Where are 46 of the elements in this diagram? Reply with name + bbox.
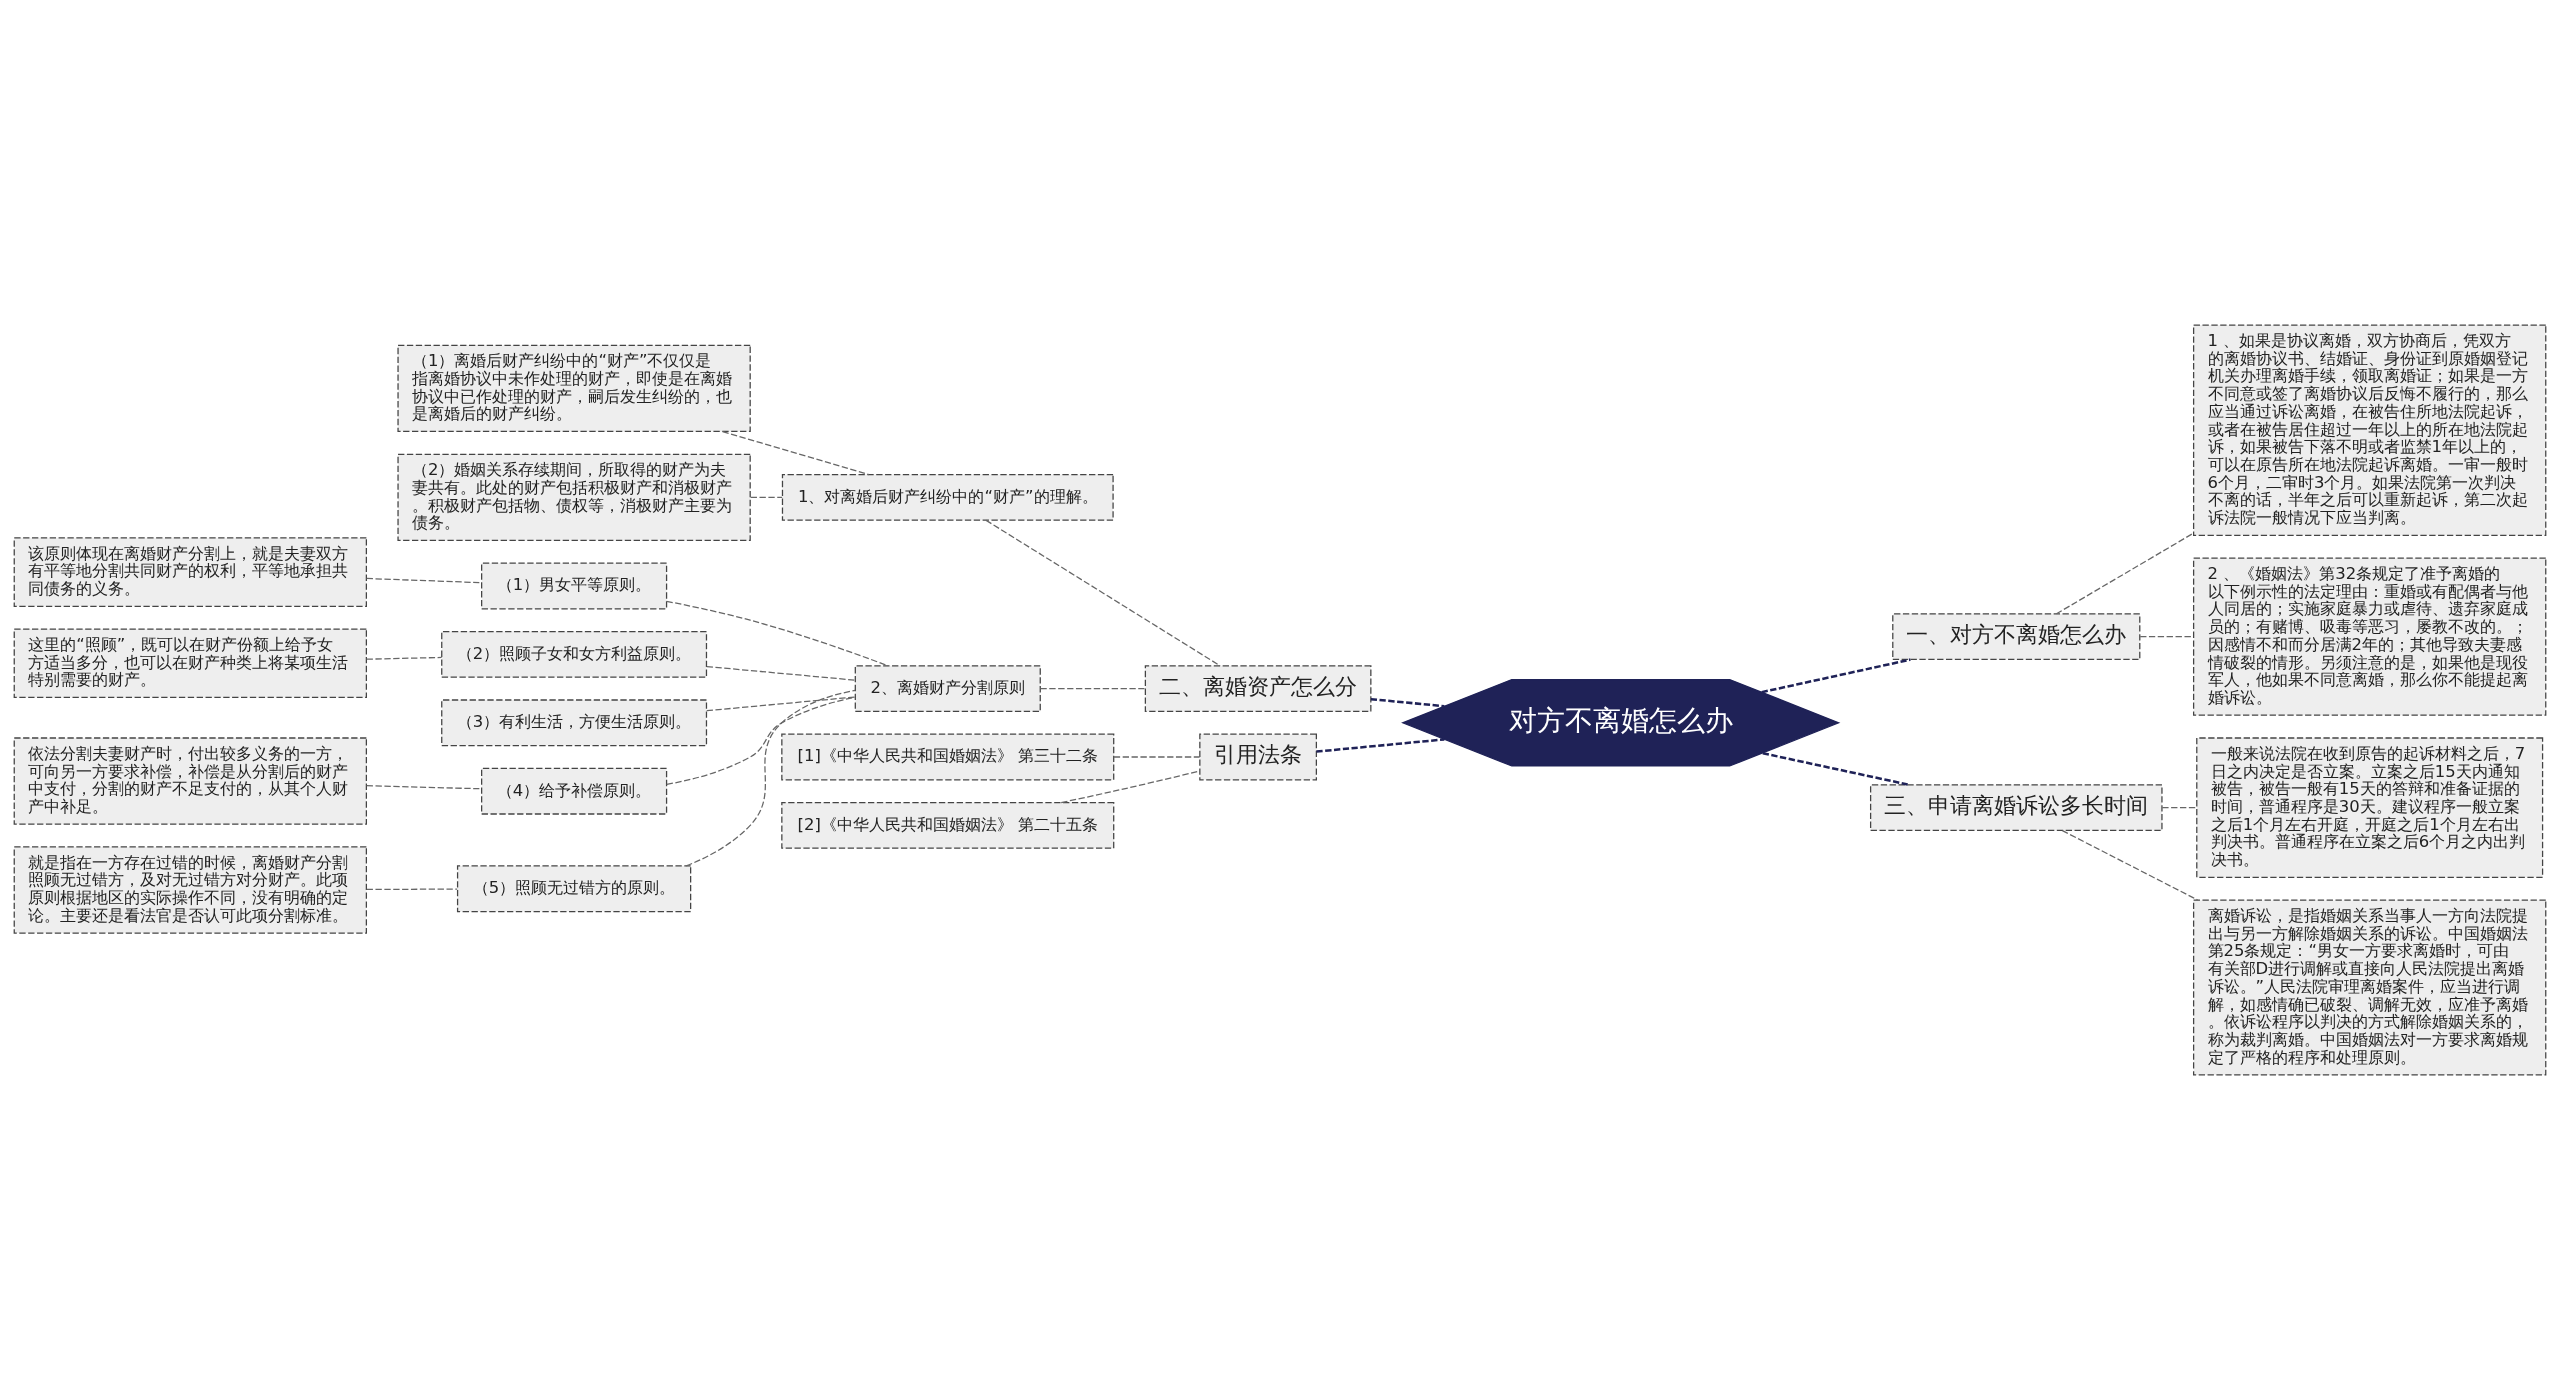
- connector: [2061, 829, 2199, 901]
- node-box: 二、离婚资产怎么分: [1144, 664, 1372, 712]
- connector: [1060, 769, 1201, 803]
- connector: [2055, 532, 2194, 614]
- node-box: 这里的“照顾”，既可以在财产份额上给予女方适当多分，也可以在财产种类上将某项生活特别需要的财产。: [13, 627, 367, 698]
- node-box: 2、离婚财产分割原则: [854, 664, 1041, 712]
- connector: [1762, 751, 1910, 786]
- connector: [1761, 657, 1911, 693]
- node-box: （2）照顾子女和女方利益原则。: [441, 630, 708, 678]
- node-box: （4）给予补偿原则。: [481, 767, 668, 815]
- node-box: 离婚诉讼，是指婚姻关系当事人一方向法院提出与另一方解除婚姻关系的诉讼。中国婚姻法第25条规定：“男女一方要求离婚时，可由有关部D进行调解或直接向人民法院提出离婚诉讼。”人民法院审理离婚案件，应当进行调解，如感情确已破裂、调解无效，应准予离婚。依诉讼程序以判决的方式解除婚姻关系的，称为裁判离婚。中国婚姻法对一方要求离婚规定了严格的程序和处理原则。: [2193, 899, 2547, 1076]
- node-box: 2 、《婚姻法》第32条规定了准予离婚的以下例示性的法定理由：重婚或有配偶者与他人同居的；实施家庭暴力或虐待、遗弃家庭成员的；有赌博、吸毒等恶习，屡教不改的。；因感情不和而分居满2年的；其他导致夫妻感情破裂的情形。另须注意的是，如果他是现役军人，他如果不同意离婚，那么你不能提起离婚诉讼。: [2193, 557, 2547, 716]
- connector: [685, 689, 856, 867]
- node-box: [2]《中华人民共和国婚姻法》 第二十五条: [781, 801, 1115, 849]
- connector: [1113, 755, 1201, 758]
- node-box: [1]《中华人民共和国婚姻法》 第三十二条: [781, 733, 1115, 780]
- node-box: （5）照顾无过错方的原则。: [456, 864, 692, 912]
- connector: [666, 600, 889, 666]
- node-box: 三、申请离婚诉讼多长时间: [1870, 783, 2163, 831]
- node-box: 1 、如果是协议离婚，双方协商后，凭双方的离婚协议书、结婚证、身份证到原婚姻登记机关办理离婚手续，领取离婚证；如果是一方不同意或签了离婚协议后反悔不履行的，那么应当通过诉讼离婚，在被告住所地法院起诉，或者在被告居住超过一年以上的所在地法院起诉，如果被告下落不明或者监禁1年以上的，可以在原告所在地法院起诉离婚。一审一般时6个月，二审时3个月。如果法院第一次判决不离的话，半年之后可以重新起诉，第二次起诉法院一般情况下应当判离。: [2193, 323, 2547, 536]
- node-box: 一般来说法院在收到原告的起诉材料之后，7日之内决定是否立案。立案之后15天内通知被告，被告一般有15天的答辩和准备证据的时间，普通程序是30天。建议程序一般立案之后1个月左右开庭，开庭之后1个月左右出判决书。普通程序在立案之后6个月之内出判决书。: [2196, 736, 2544, 878]
- connector: [706, 665, 856, 681]
- connector: [985, 519, 1221, 666]
- connector: [1370, 697, 1445, 707]
- node-box: 1、对离婚后财产纠纷中的“财产”的理解。: [781, 473, 1114, 521]
- node-box: （1）离婚后财产纠纷中的“财产”不仅仅是指离婚协议中未作处理的财产，即使是在离婚协议中已作处理的财产，嗣后发生纠纷的，也是离婚后的财产纠纷。: [397, 344, 751, 432]
- connector: [1316, 737, 1445, 753]
- connector: [666, 696, 856, 785]
- node-box: 引用法条: [1199, 733, 1317, 780]
- connector: [706, 695, 856, 711]
- connector: [1039, 687, 1146, 689]
- node-box: 依法分割夫妻财产时，付出较多义务的一方，可向另一方要求补偿，补偿是从分割后的财产中支付，分割的财产不足支付的，从其个人财产中补足。: [13, 736, 367, 825]
- node-box: 就是指在一方存在过错的时候，离婚财产分割照顾无过错方，及对无过错方对分财产。此项原则根据地区的实际操作不同，没有明确的定论。主要还是看法官是否认可此项分割标准。: [13, 845, 367, 934]
- node-box: （1）男女平等原则。: [481, 562, 668, 609]
- connector: [2139, 635, 2194, 637]
- connector: [365, 784, 483, 789]
- connector: [365, 887, 458, 890]
- connector: [750, 496, 783, 498]
- node-box: 一、对方不离婚怎么办: [1892, 612, 2141, 660]
- connector: [2161, 806, 2198, 808]
- node-box: 该原则体现在离婚财产分割上，就是夫妻双方有平等地分割共同财产的权利，平等地承担共同债务的义务。: [13, 536, 367, 607]
- connector: [365, 577, 483, 583]
- connector: [721, 430, 870, 475]
- connector: [365, 656, 443, 660]
- node-box: （2）婚姻关系存续期间，所取得的财产为夫妻共有。此处的财产包括积极财产和消极财产。积极财产包括物、债权等，消极财产主要为债务。: [397, 453, 751, 541]
- node-box: （3）有利生活，方便生活原则。: [441, 698, 708, 746]
